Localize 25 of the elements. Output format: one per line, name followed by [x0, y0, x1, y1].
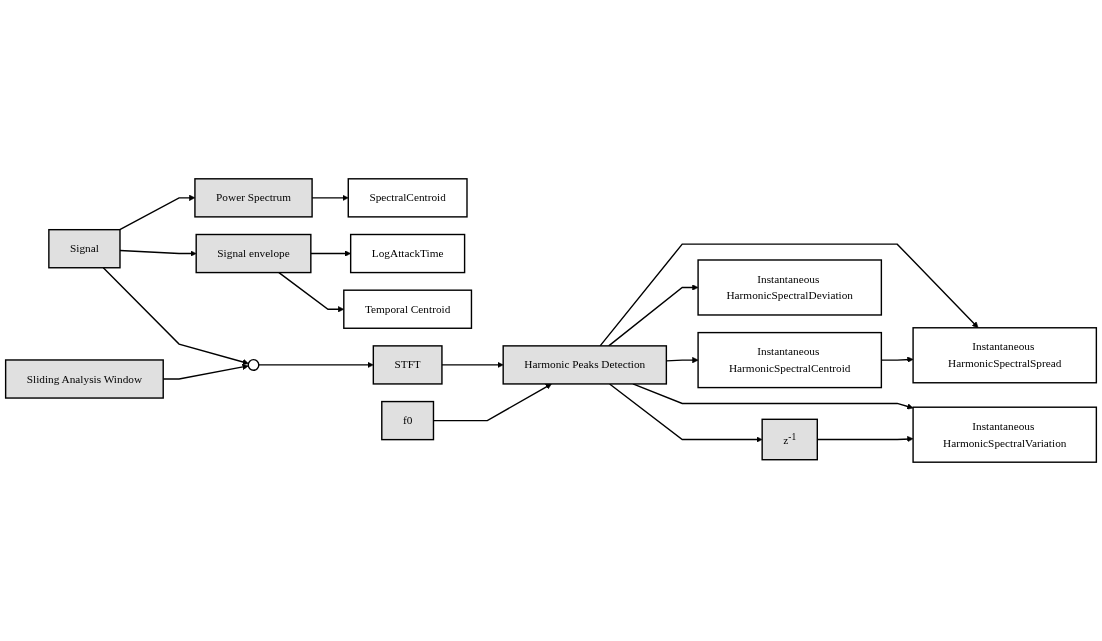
arrow — [632, 383, 914, 410]
node-box: f0 — [381, 400, 435, 441]
node-box: SpectralCentroid — [347, 178, 468, 218]
node-box: STFT — [372, 345, 443, 385]
node-box: Sliding Analysis Window — [4, 359, 164, 399]
arrow — [608, 383, 763, 443]
node-box: Instantaneous HarmonicSpectralDeviation — [697, 259, 883, 316]
node-box: Instantaneous HarmonicSpectralSpread — [912, 327, 1098, 384]
node-box: Signal envelope — [195, 233, 312, 274]
arrow — [258, 361, 374, 368]
node-box: Signal — [48, 228, 121, 269]
node-box: Temporal Centroid — [343, 289, 473, 329]
arrow — [119, 249, 197, 257]
node-box: z$^{-1}$ — [761, 418, 818, 461]
node-circle — [247, 358, 260, 371]
arrow — [599, 243, 979, 347]
arrow — [310, 250, 351, 257]
node-box: Instantaneous HarmonicSpectralCentroid — [697, 331, 883, 389]
node-box: LogAttackTime — [349, 233, 466, 274]
node-box: Power Spectrum — [194, 178, 313, 218]
node-box: Instantaneous HarmonicSpectralVariation — [912, 406, 1098, 463]
arrow — [102, 267, 249, 365]
arrow — [441, 361, 504, 368]
node-box: Harmonic Peaks Detection — [502, 345, 668, 385]
arrow — [608, 284, 699, 347]
